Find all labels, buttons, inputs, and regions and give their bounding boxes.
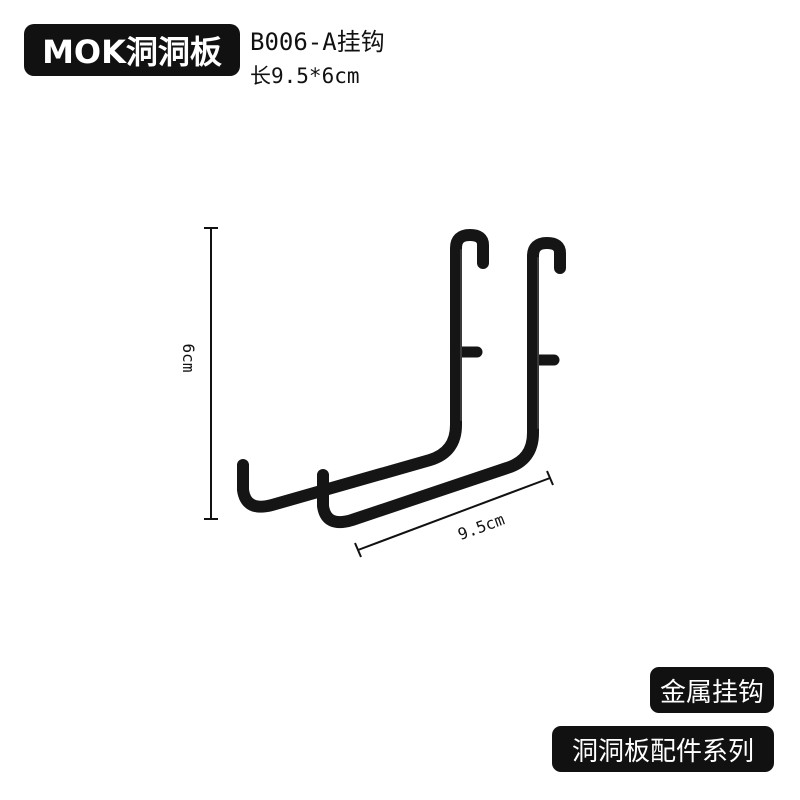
material-tag: 金属挂钩 <box>650 667 774 713</box>
series-tag-label: 洞洞板配件系列 <box>571 736 754 767</box>
width-dimension <box>354 470 554 558</box>
height-label: 6cm <box>179 344 198 373</box>
series-tag: 洞洞板配件系列 <box>552 726 774 772</box>
hook-front <box>317 237 566 529</box>
material-tag-label: 金属挂钩 <box>659 677 764 708</box>
width-label: 9.5cm <box>455 510 507 544</box>
brand-name: MOK洞洞板 <box>42 33 222 71</box>
product-size: 长9.5*6cm <box>250 64 360 88</box>
hook-back <box>237 229 489 513</box>
product-code: B006-A挂钩 <box>250 28 385 56</box>
brand-badge: MOK洞洞板 <box>24 24 240 76</box>
height-dimension <box>204 227 218 520</box>
